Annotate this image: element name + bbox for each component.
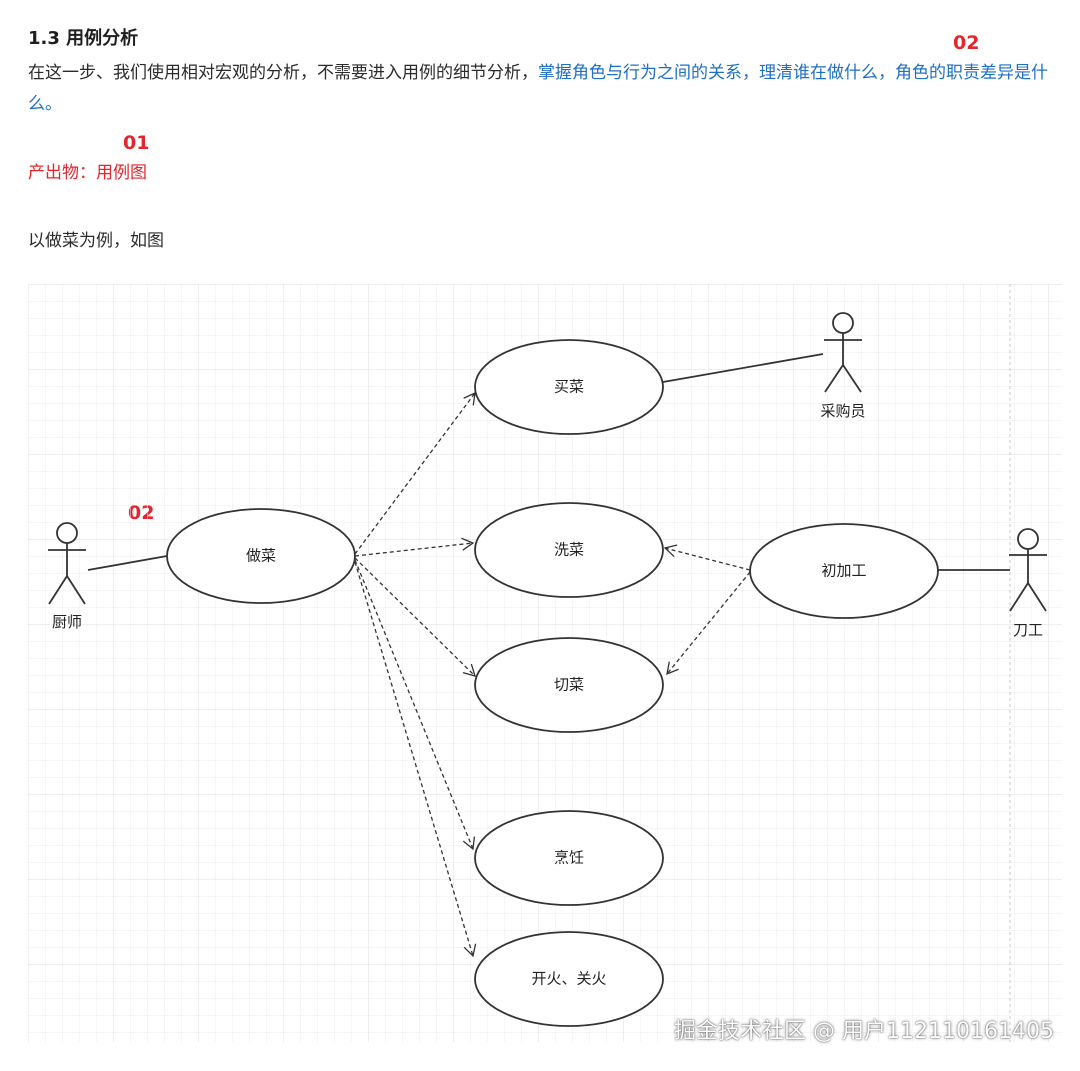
dependency-cook-buy [354,391,476,555]
use-case-wash-label: 洗菜 [554,541,584,559]
dependency-prep-cut [666,571,751,676]
use-case-fire-label: 开火、关火 [531,970,606,988]
use-case-buy: 买菜 [474,339,664,435]
actor-knife-label: 刀工 [1013,621,1043,639]
marker-02-top: 02 [953,32,980,54]
use-case-buy-label: 买菜 [554,378,584,396]
actor-chef-label: 厨师 [52,613,82,631]
dependency-cook-stew [354,559,476,851]
use-case-diagram: 做菜 买菜 洗菜 切菜 初加工 烹饪 开火、关火 [28,284,1062,1042]
intro-paragraph: 在这一步、我们使用相对宏观的分析，不需要进入用例的细节分析，掌握角色与行为之间的… [28,58,1068,120]
association-buy-buyer [662,353,824,383]
dependency-cook-cut [354,557,476,677]
section-heading: 1.3 用例分析 [28,28,139,49]
use-case-prep: 初加工 [749,523,939,619]
use-case-stew-label: 烹饪 [554,849,584,867]
actor-buyer-label: 采购员 [820,402,865,420]
use-case-stew: 烹饪 [474,810,664,906]
watermark: 掘金技术社区 @ 用户112110161405 [674,1019,1054,1044]
use-case-cut: 切菜 [474,637,664,733]
use-case-prep-label: 初加工 [821,562,866,580]
association-chef-cook [87,555,168,571]
use-case-cut-label: 切菜 [554,676,584,694]
marker-01: 01 [123,132,150,154]
use-case-wash: 洗菜 [474,502,664,598]
actor-knife [1009,528,1047,612]
dependency-prep-wash [663,544,751,571]
intro-text: 在这一步、我们使用相对宏观的分析，不需要进入用例的细节分析， [28,63,538,83]
actor-buyer [824,312,862,393]
output-line: 产出物：用例图 [28,163,147,183]
dependency-cook-fire [354,561,477,958]
use-case-cook-label: 做菜 [246,547,276,565]
use-case-fire: 开火、关火 [474,931,664,1027]
use-case-cook: 做菜 [166,508,356,604]
dependency-cook-wash [354,537,475,557]
intro-highlight: 掌握角色与行为之间的关系，理清谁在做什么，角色的职责差异是什么。 [28,63,1048,114]
actor-chef [48,522,86,605]
example-line: 以做菜为例，如图 [28,231,164,251]
